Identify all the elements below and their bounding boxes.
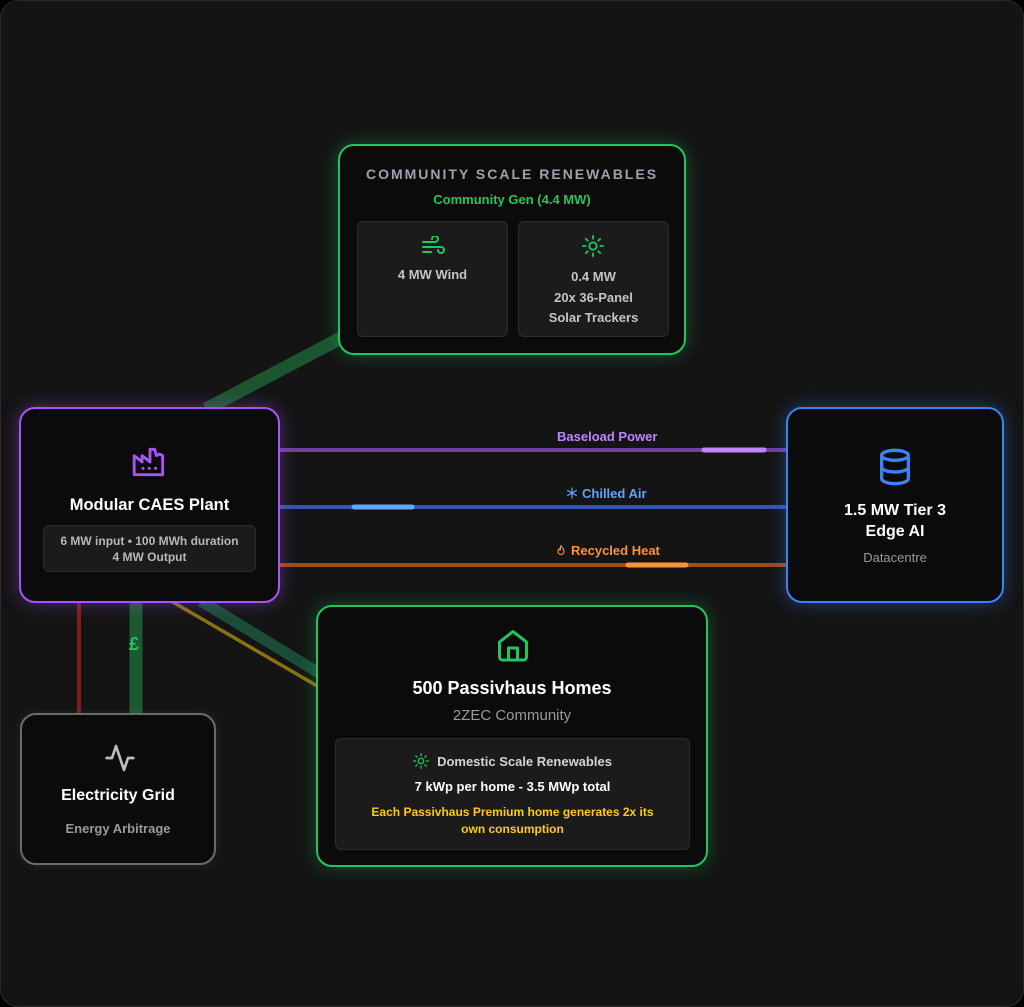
caes-spec1: 6 MW input • 100 MWh duration [60,534,239,548]
solar-card[interactable]: 0.4 MW 20x 36-Panel Solar Trackers [518,221,669,337]
wind-icon [422,236,445,254]
caes-plant-node[interactable]: Modular CAES Plant 6 MW input • 100 MWh … [19,407,280,603]
caes-spec2: 4 MW Output [112,549,187,564]
community-renewables-node[interactable]: COMMUNITY SCALE RENEWABLES Community Gen… [338,144,686,355]
wind-card[interactable]: 4 MW Wind [357,221,508,337]
grid-subtitle: Energy Arbitrage [65,821,171,836]
passivhaus-note-line1: Each Passivhaus Premium home generates 2… [371,805,654,819]
snowflake-icon [567,487,577,499]
flame-icon [557,544,565,555]
domestic-renewables-card[interactable]: Domestic Scale Renewables 7 kWp per home… [335,738,690,850]
datacentre-title: 1.5 MW Tier 3 Edge AI [788,500,1002,542]
activity-icon [105,744,135,772]
homes-node[interactable]: 500 Passivhaus Homes 2ZEC Community Dome… [316,605,708,867]
currency-symbol: £ [129,634,140,654]
link-caes-homes-green [198,596,322,678]
recycled-heat-label-wrap: Recycled Heat [555,543,660,558]
recycled-heat-label: Recycled Heat [571,543,660,558]
home-icon [498,630,528,662]
caes-spec-box: 6 MW input • 100 MWh duration 4 MW Outpu… [43,525,256,572]
chilled-air-label: Chilled Air [582,486,647,501]
solar-line3: Solar Trackers [548,310,639,325]
datacentre-node[interactable]: 1.5 MW Tier 3 Edge AI Datacentre [786,407,1004,603]
solar-label: 0.4 MW 20x 36-Panel Solar Trackers [519,267,668,329]
wind-label: 4 MW Wind [397,267,468,282]
community-title: COMMUNITY SCALE RENEWABLES [365,166,659,182]
baseload-label: Baseload Power [557,429,658,444]
sun-icon [582,235,604,257]
solar-line1: 0.4 MW [571,269,616,284]
solar-line2: 20x 36-Panel [554,289,633,305]
community-subtitle: Community Gen (4.4 MW) [433,192,591,207]
factory-icon [132,447,165,477]
homes-title: 500 Passivhaus Homes [412,678,612,698]
datacentre-subtitle: Datacentre [863,550,927,565]
datacentre-title-line1: 1.5 MW Tier 3 [844,502,946,519]
datacentre-title-line2: Edge AI [865,523,925,540]
database-icon [880,448,910,486]
domestic-renewables-heading: Domestic Scale Renewables [336,753,689,769]
sun-icon [413,753,430,769]
caes-title: Modular CAES Plant [69,496,230,514]
passivhaus-note-line2: own consumption [461,822,564,836]
homes-subtitle: 2ZEC Community [452,707,572,724]
domestic-renewables-title: Domestic Scale Renewables [437,754,612,769]
chilled-air-label-wrap: Chilled Air [566,486,647,501]
link-caes-homes-yellow [170,599,320,689]
electricity-grid-node[interactable]: Electricity Grid Energy Arbitrage [20,713,216,865]
grid-title: Electricity Grid [61,787,175,804]
passivhaus-note: Each Passivhaus Premium home generates 2… [336,804,689,838]
link-community-caes [202,331,347,415]
domestic-renewables-spec: 7 kWp per home - 3.5 MWp total [414,779,611,794]
